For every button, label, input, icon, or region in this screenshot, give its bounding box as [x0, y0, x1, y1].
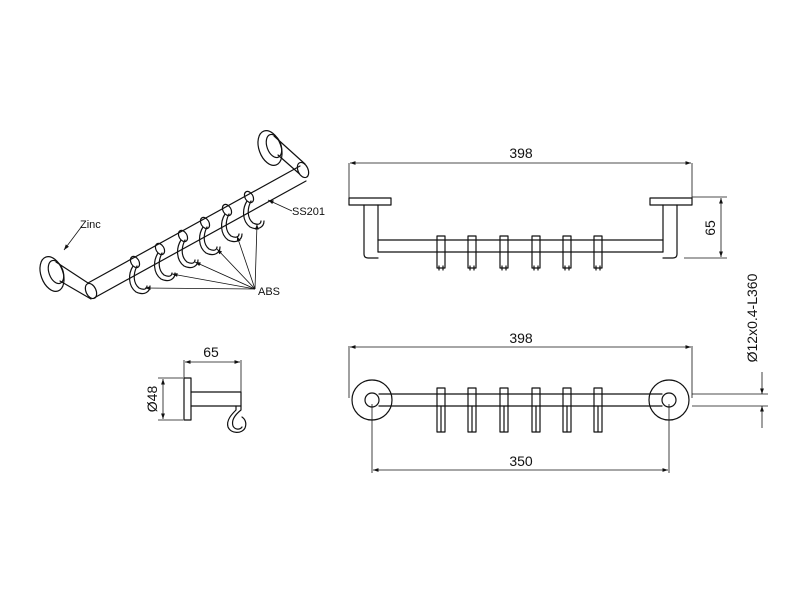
- front-hook-2: [467, 235, 477, 271]
- top-view: 398 350 Ø12x0.4-L360: [348, 273, 768, 473]
- front-hook-4: [531, 235, 541, 271]
- label-ss201: SS201: [292, 206, 325, 218]
- side-post: [190, 391, 242, 407]
- front-hook-5: [562, 235, 572, 271]
- left-flange: [39, 256, 98, 300]
- top-hooks: [436, 387, 603, 433]
- leader-lines: [63, 199, 293, 291]
- iso-hook-2: [154, 242, 176, 282]
- iso-hook-6: [243, 190, 265, 230]
- front-hook-6: [593, 235, 603, 271]
- top-hook-5: [562, 387, 572, 433]
- top-hook-1: [436, 387, 446, 433]
- side-flange: [183, 377, 192, 421]
- top-width-text: 398: [509, 330, 533, 346]
- top-hook-4: [531, 387, 541, 433]
- side-diameter-text: Ø48: [144, 386, 160, 413]
- front-width-dimension: 398: [348, 145, 693, 200]
- rod-spec-text: Ø12x0.4-L360: [744, 273, 760, 362]
- side-depth-dimension: 65: [183, 344, 242, 392]
- iso-hook-3: [177, 229, 199, 269]
- label-zinc: Zinc: [80, 219, 101, 231]
- top-spacing-text: 350: [509, 453, 533, 469]
- front-width-text: 398: [509, 145, 533, 161]
- front-height-dimension: 65: [684, 196, 727, 259]
- top-left-flange: [351, 379, 393, 421]
- front-right-post: [662, 204, 678, 259]
- label-abs: ABS: [258, 286, 280, 298]
- front-hook-3: [499, 235, 509, 271]
- front-right-flange: [649, 197, 693, 206]
- top-hook-3: [499, 387, 509, 433]
- side-hook: [227, 405, 247, 433]
- front-view: 398 65: [348, 145, 727, 271]
- rod-spec-dimension: Ø12x0.4-L360: [692, 273, 768, 428]
- top-hook-2: [467, 387, 477, 433]
- top-width-dimension: 398: [348, 330, 693, 398]
- front-height-text: 65: [702, 220, 718, 236]
- front-rod: [377, 239, 664, 253]
- iso-hook-4: [199, 216, 221, 256]
- front-left-post: [363, 204, 379, 259]
- top-hook-6: [593, 387, 603, 433]
- front-left-flange: [348, 197, 392, 206]
- front-hooks: [436, 235, 603, 271]
- front-hook-1: [436, 235, 446, 271]
- right-flange: [257, 130, 310, 179]
- top-spacing-dimension: 350: [371, 404, 670, 473]
- top-right-flange: [648, 379, 690, 421]
- side-view: 65 Ø48: [144, 344, 247, 433]
- side-depth-text: 65: [203, 344, 219, 360]
- top-rod: [378, 393, 663, 407]
- side-diameter-dimension: Ø48: [144, 377, 183, 421]
- isometric-view: Zinc SS201 ABS: [39, 130, 325, 300]
